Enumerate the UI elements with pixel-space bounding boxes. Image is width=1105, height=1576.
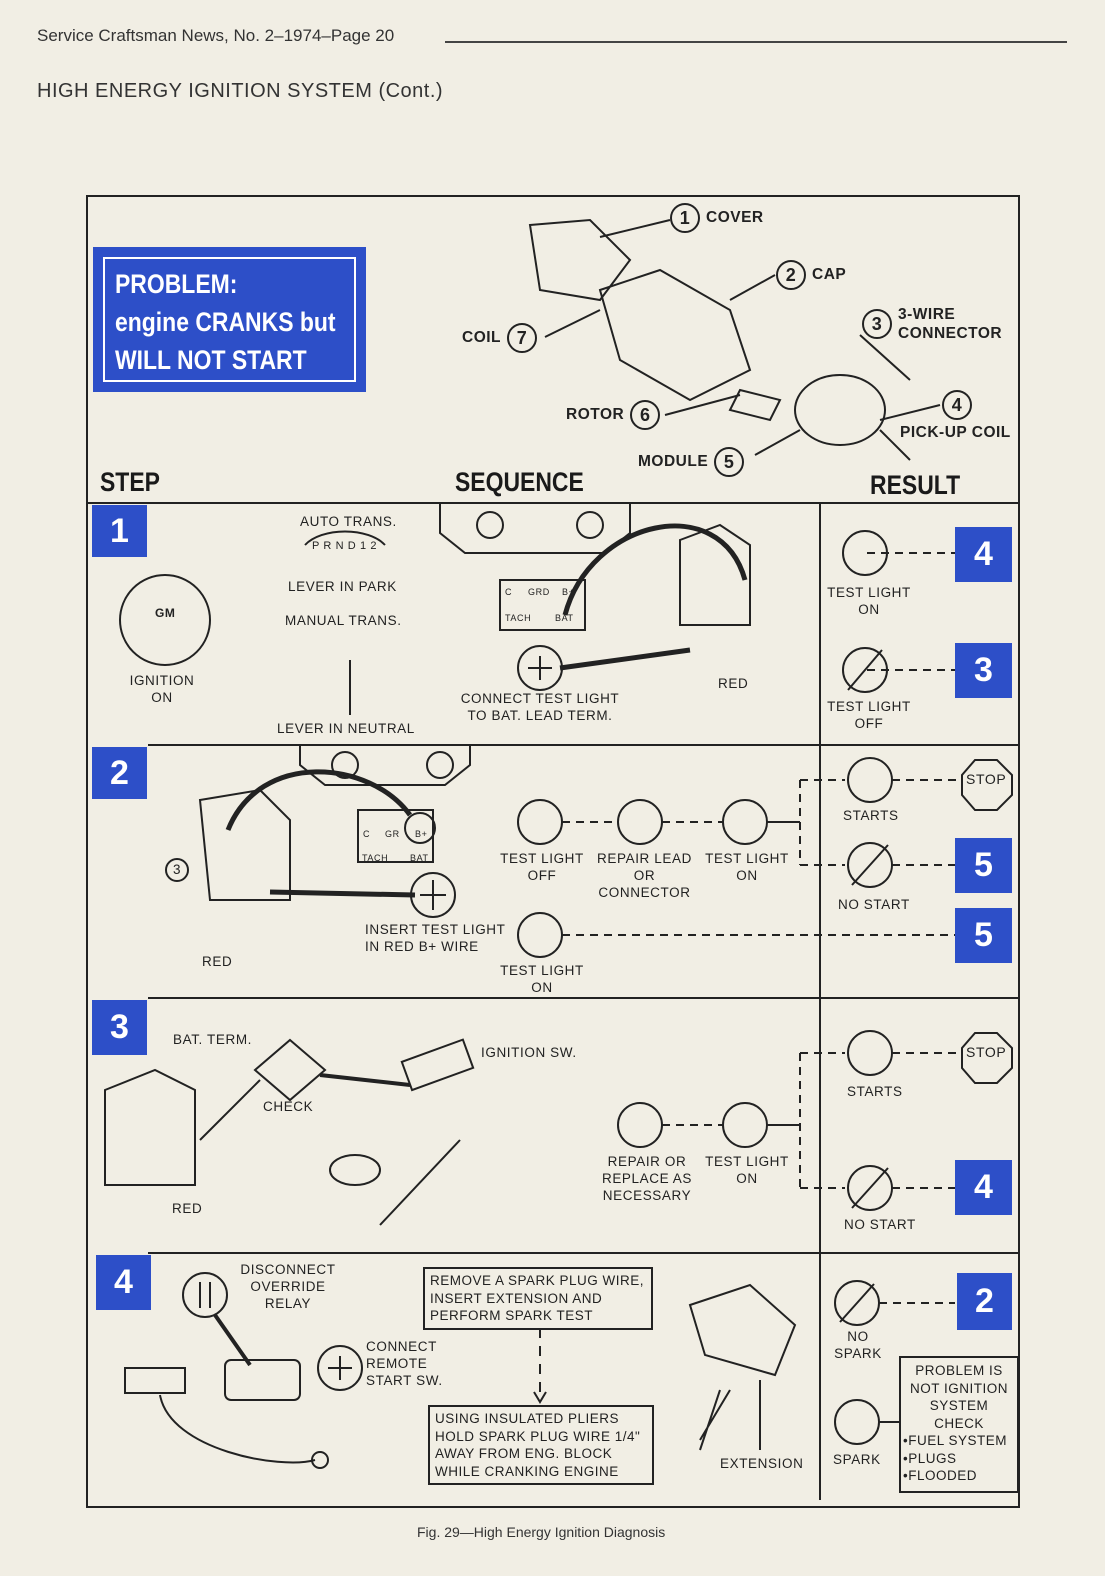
column-header-result: RESULT	[870, 470, 961, 500]
figure-caption: Fig. 29—High Energy Ignition Diagnosis	[417, 1524, 666, 1540]
column-header-step: STEP	[100, 467, 160, 497]
connect-remote-label: CONNECT REMOTE START SW.	[366, 1339, 443, 1388]
goto-step-2-badge: 2	[957, 1273, 1012, 1330]
auto-trans-label: AUTO TRANS.	[300, 514, 397, 529]
bullet-fuel-system: •FUEL SYSTEM	[903, 1433, 1007, 1448]
terminal-bplus: B+	[562, 587, 575, 597]
no-spark-label: NO SPARK	[834, 1329, 882, 1361]
header-rule	[445, 41, 1067, 43]
goto-step-4-badge-3: 4	[955, 1160, 1012, 1215]
starts-label-3: STARTS	[847, 1084, 903, 1099]
lever-park-label: LEVER IN PARK	[288, 579, 397, 594]
bullet-flooded: •FLOODED	[903, 1468, 977, 1483]
test-light-on-label: TEST LIGHT ON	[705, 851, 789, 883]
step-3-badge: 3	[92, 1000, 147, 1055]
running-head: Service Craftsman News, No. 2–1974–Page …	[37, 26, 395, 45]
goto-step-5-badge-b: 5	[955, 908, 1012, 963]
disconnect-relay-label: DISCONNECT OVERRIDE RELAY	[240, 1262, 336, 1311]
repair-replace-label: REPAIR OR REPLACE AS NECESSARY	[601, 1154, 693, 1203]
bullet-plugs: •PLUGS	[903, 1450, 957, 1466]
starts-label: STARTS	[843, 808, 899, 823]
red-wire-label: RED	[718, 676, 749, 691]
connect-test-light-label: CONNECT TEST LIGHT TO BAT. LEAD TERM.	[460, 691, 620, 723]
manual-trans-label: MANUAL TRANS.	[285, 613, 402, 628]
bat-term-label: BAT. TERM.	[173, 1032, 253, 1047]
test-light-on-label-b: TEST LIGHT ON	[500, 963, 584, 995]
problem-box: PROBLEM: engine CRANKS but WILL NOT STAR…	[93, 247, 366, 392]
goto-step-3-badge: 3	[955, 643, 1012, 698]
terminal-bplus-2: B+	[415, 829, 428, 839]
check-label: CHECK	[263, 1099, 314, 1114]
step-4-badge: 4	[96, 1255, 151, 1310]
gm-key-logo: GM	[155, 606, 176, 620]
terminal-bat-2: BAT	[410, 853, 429, 863]
red-wire-label-3: RED	[172, 1201, 203, 1216]
problem-line-3: WILL NOT START	[115, 345, 307, 375]
step-1-badge: 1	[92, 505, 147, 557]
problem-not-ignition-title: PROBLEM IS NOT IGNITION SYSTEM CHECK	[909, 1363, 1008, 1431]
test-light-on-label-3: TEST LIGHT ON	[705, 1154, 789, 1186]
no-start-label: NO START	[838, 897, 910, 912]
insulated-pliers-instruction-box: USING INSULATED PLIERS HOLD SPARK PLUG W…	[428, 1405, 654, 1485]
stop-sign-3: STOP	[966, 1044, 1007, 1060]
terminal-grd: GRD	[528, 587, 550, 597]
repair-lead-label: REPAIR LEAD OR CONNECTOR	[597, 851, 692, 900]
terminal-c-2: C	[363, 829, 371, 839]
column-header-sequence: SEQUENCE	[455, 467, 584, 497]
spark-test-instruction-box: REMOVE A SPARK PLUG WIRE, INSERT EXTENSI…	[423, 1267, 653, 1330]
red-wire-label-2: RED	[202, 954, 233, 969]
distributor-exploded-illustration	[528, 218, 941, 461]
problem-line-2: engine CRANKS but	[115, 307, 336, 337]
terminal-tach: TACH	[505, 613, 532, 623]
problem-line-1: PROBLEM:	[115, 269, 238, 299]
no-start-label-3: NO START	[844, 1217, 916, 1232]
result-test-light-on: TEST LIGHT ON	[827, 585, 911, 617]
step-2-badge: 2	[92, 747, 147, 799]
lever-neutral-label: LEVER IN NEUTRAL	[277, 721, 415, 736]
stop-sign: STOP	[966, 771, 1007, 787]
extension-label: EXTENSION	[720, 1456, 804, 1471]
goto-step-4-badge: 4	[955, 527, 1012, 582]
goto-step-5-badge: 5	[955, 838, 1012, 893]
terminal-c: C	[505, 587, 513, 597]
problem-not-ignition-box: PROBLEM IS NOT IGNITION SYSTEM CHECK •FU…	[899, 1356, 1019, 1493]
terminal-tach-2: TACH	[362, 853, 389, 863]
section-title: HIGH ENERGY IGNITION SYSTEM (Cont.)	[37, 80, 444, 102]
terminal-gr-2: GR	[385, 829, 400, 839]
test-light-off-label: TEST LIGHT OFF	[500, 851, 584, 883]
gear-indicator: P R N D 1 2	[312, 540, 378, 552]
spark-label: SPARK	[833, 1452, 881, 1467]
result-test-light-off: TEST LIGHT OFF	[827, 699, 911, 731]
terminal-bat: BAT	[555, 613, 574, 623]
insert-test-light-label: INSERT TEST LIGHT IN RED B+ WIRE	[365, 922, 506, 954]
ignition-sw-label: IGNITION SW.	[481, 1045, 577, 1060]
diagram-frame	[86, 195, 1020, 1508]
connector-callout-3: 3	[165, 858, 189, 882]
ignition-on-label: IGNITION ON	[129, 673, 195, 705]
